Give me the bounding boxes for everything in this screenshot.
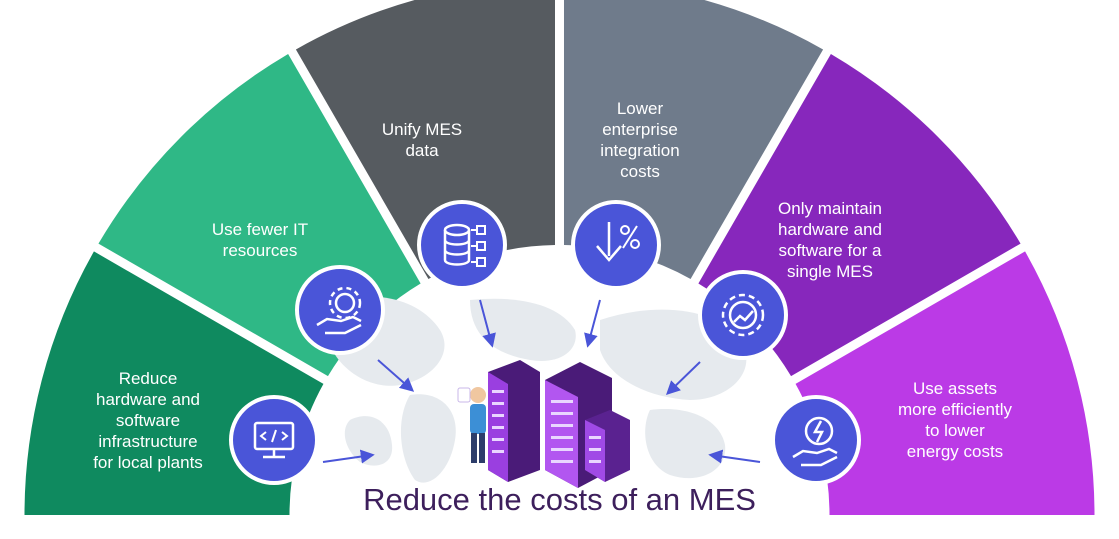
diagram-title: Reduce the costs of an MES <box>363 482 756 517</box>
arrow-4 <box>584 299 601 348</box>
arrow-5 <box>665 361 701 395</box>
segment-label-line: Unify MES <box>381 120 463 139</box>
monitor-code-icon <box>229 395 319 485</box>
segment-label-line: enterprise <box>602 120 678 139</box>
arrow-1 <box>322 449 375 464</box>
segment-label-6: Use assets more efficiently to lower energy… <box>875 378 1035 462</box>
segment-label-line: Reduce <box>118 368 178 388</box>
segment-label-line: single MES <box>787 262 873 281</box>
arrow-6 <box>708 449 761 464</box>
database-icon <box>417 200 507 290</box>
segment-6 <box>795 251 1095 515</box>
server-illustration <box>457 360 630 488</box>
segment-label-line: Use assets <box>912 379 998 398</box>
segment-label-line: resources <box>222 241 298 260</box>
segment-label-line: more efficiently <box>897 400 1012 419</box>
segment-label-line: Lower <box>616 99 664 118</box>
segment-label-line: hardware and <box>96 389 200 409</box>
percent-down-icon <box>571 200 661 290</box>
segment-label-2: Use fewer IT resources <box>180 219 340 261</box>
arrow-3 <box>479 299 496 348</box>
segment-label-line: costs <box>620 162 660 181</box>
segment-label-line: energy costs <box>906 442 1004 461</box>
arrows <box>322 299 761 464</box>
segment-label-3: Unify MES data <box>342 119 502 161</box>
segment-label-line: data <box>405 141 439 160</box>
segment-label-line: to lower <box>925 421 985 440</box>
arrow-2 <box>377 359 415 392</box>
segment-label-line: software for a <box>778 241 882 260</box>
segment-label-line: hardware and <box>778 220 882 239</box>
energy-hand-icon <box>771 395 861 485</box>
segment-label-line: Use fewer IT <box>211 220 309 239</box>
segment-label-5: Only maintain hardware and software for a s… <box>750 198 910 282</box>
segment-label-line: software <box>115 410 181 430</box>
segment-label-line: integration <box>600 141 680 160</box>
segment-label-line: infrastructure <box>98 431 198 451</box>
gear-chart-icon <box>698 270 788 360</box>
segment-label-line: for local plants <box>93 452 203 472</box>
gear-hand-icon <box>295 265 385 355</box>
segment-label-line: Only maintain <box>778 199 882 218</box>
segment-label-4: Lower enterprise integration costs <box>560 98 720 182</box>
world-map <box>330 296 747 483</box>
